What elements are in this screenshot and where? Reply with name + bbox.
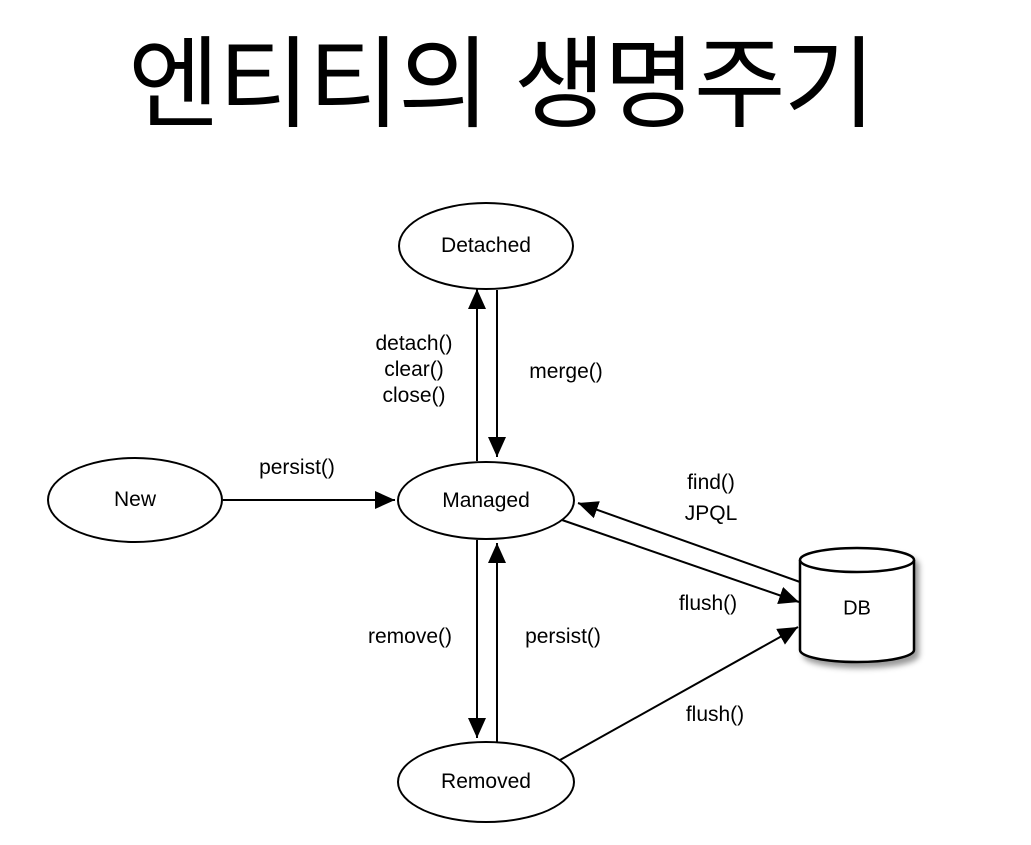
edge-removed-to-db-arrow (559, 626, 799, 761)
edge-db-to-managed-arrow (577, 501, 801, 583)
edge-label-flush-removed: flush() (685, 703, 745, 726)
node-new: New (47, 457, 223, 543)
edge-managed-to-db-arrow (561, 519, 800, 604)
edge-label-find-jpql: find() JPQL (685, 467, 738, 529)
page-title: 엔티티의 생명주기 (128, 29, 876, 141)
node-detached: Detached (398, 202, 574, 290)
edge-label-persist-new: persist() (259, 456, 335, 479)
edge-label-merge: merge() (529, 360, 603, 383)
edge-label-remove: remove() (367, 625, 453, 648)
edge-label-clear: clear() (384, 358, 444, 381)
node-new-label: New (113, 488, 156, 511)
edge-label-flush-managed: flush() (678, 592, 738, 615)
edge-label-find: find() (687, 471, 735, 494)
edge-label-detach-clear-close: detach() clear() close() (375, 331, 452, 409)
node-managed-label: Managed (442, 488, 530, 512)
node-removed-label: Removed (441, 770, 531, 793)
edge-label-persist-removed: persist() (525, 625, 601, 648)
node-removed: Removed (397, 741, 575, 823)
db-cylinder-shape (798, 546, 916, 664)
edge-label-close: close() (382, 384, 446, 407)
node-db-label: DB (843, 597, 871, 620)
node-managed: Managed (397, 461, 575, 540)
edge-label-jpql: JPQL (684, 502, 738, 525)
edge-label-detach: detach() (375, 332, 453, 355)
node-detached-label: Detached (441, 234, 531, 257)
